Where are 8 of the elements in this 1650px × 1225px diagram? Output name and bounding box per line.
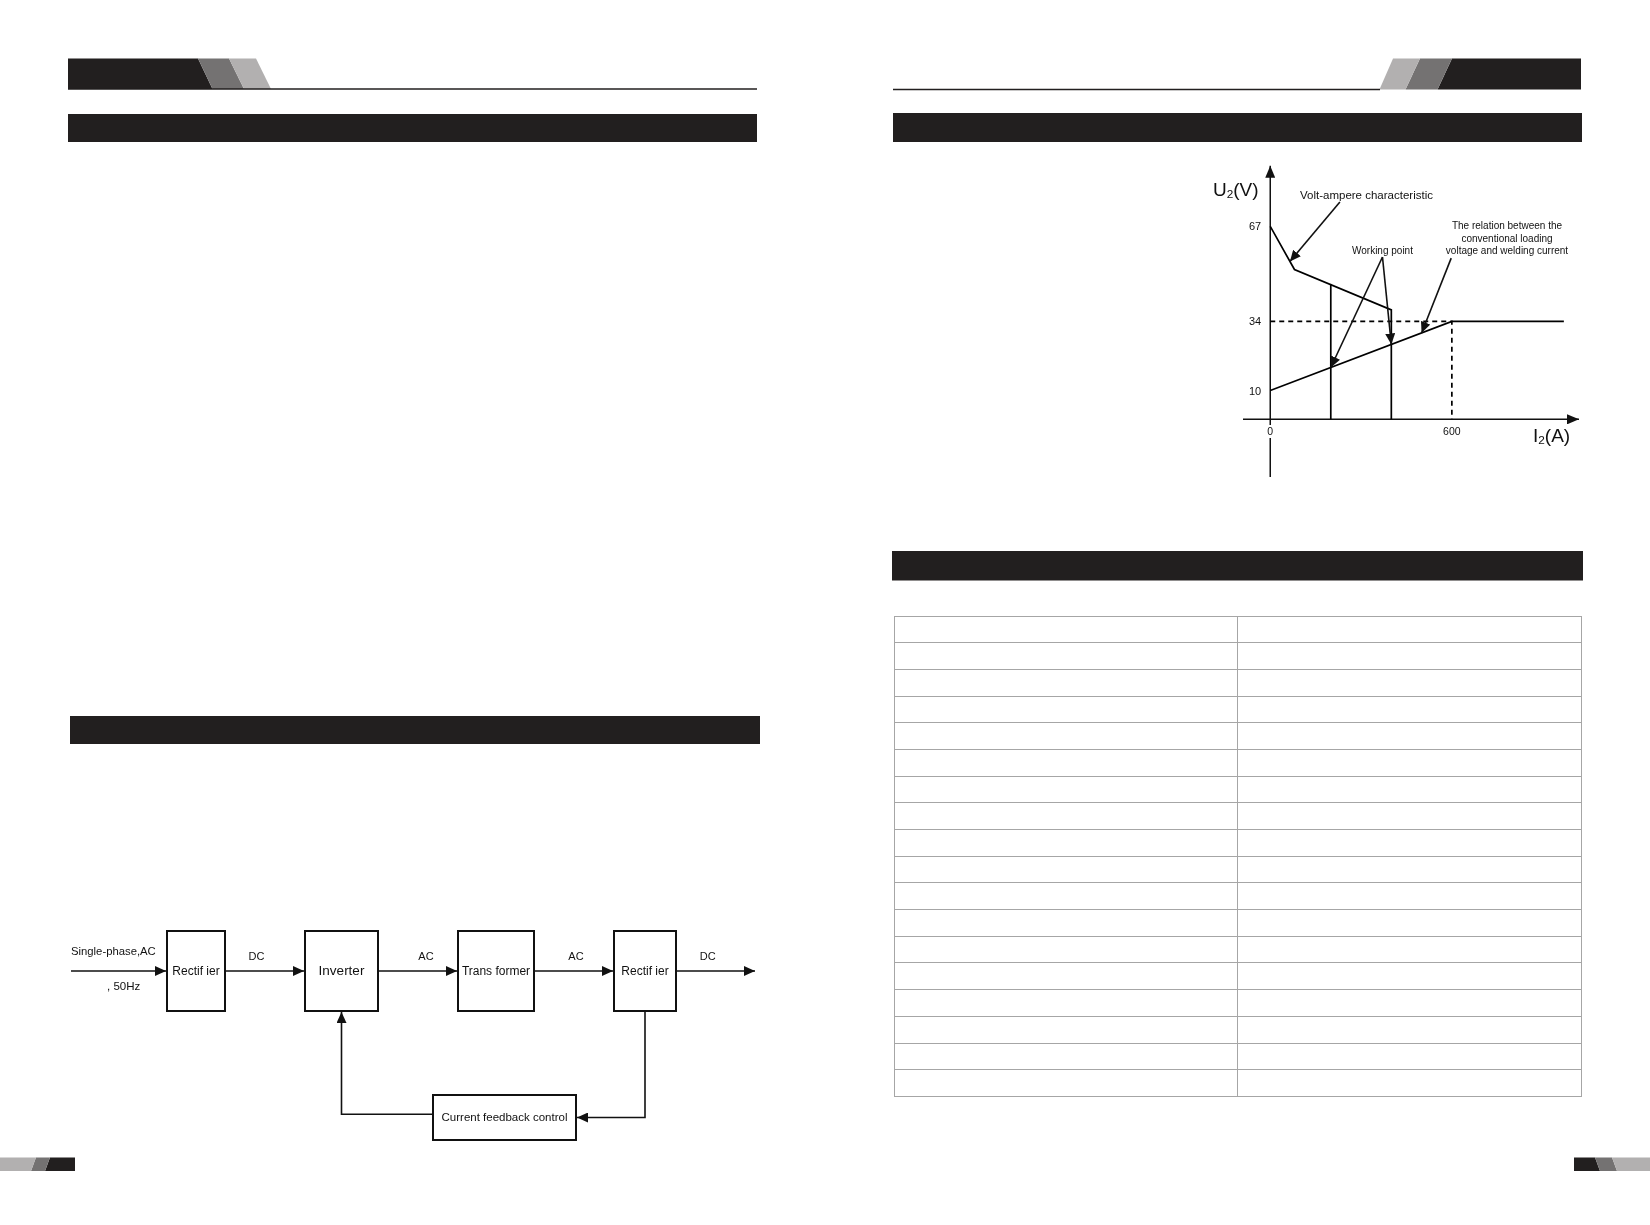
tick-label: 67 (1249, 219, 1262, 234)
tick-label: 34 (1249, 314, 1262, 329)
tick-label: 0 (1266, 425, 1275, 439)
edge-label: Single-phase,AC (70, 944, 157, 958)
signal-label: , 50Hz (107, 979, 141, 993)
axis-title: I$_{2}$(A) (1533, 425, 1571, 447)
axis-title: U$_{2}$(V) (1213, 179, 1259, 201)
tick-label: 10 (1249, 383, 1262, 398)
